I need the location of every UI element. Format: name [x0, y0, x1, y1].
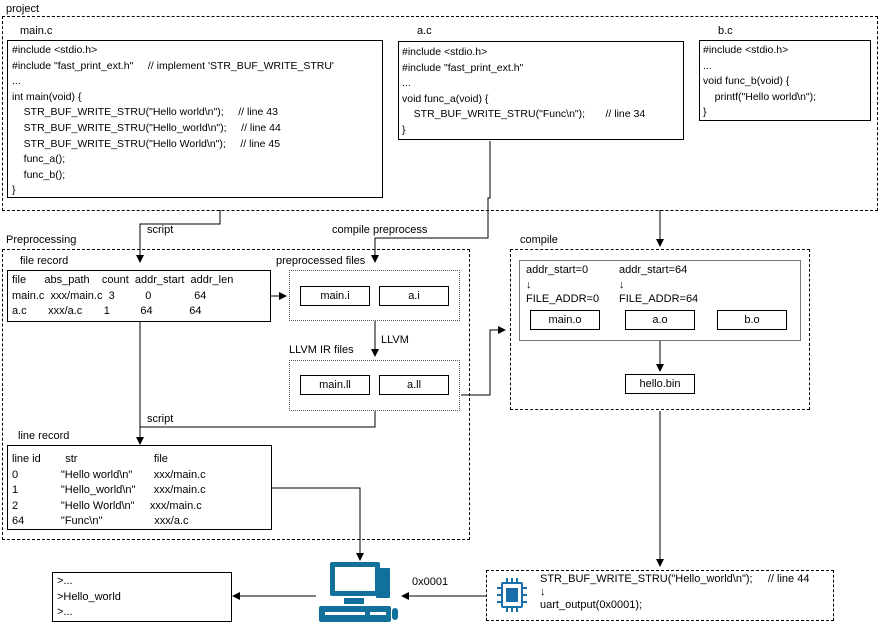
code-line: STR_BUF_WRITE_STRU("Func\n"); // line 34	[402, 108, 646, 121]
table-row: main.c xxx/main.c 3 0 64	[12, 289, 207, 302]
project-group	[2, 16, 878, 211]
preprocessing-group	[2, 249, 470, 540]
code-line: func_b();	[12, 168, 66, 181]
code-line: #include "fast_print_ext.h"	[402, 61, 524, 74]
edge-label-value: 0x0001	[412, 576, 449, 588]
b-o-file: b.o	[717, 310, 787, 330]
terminal-line: >...	[57, 606, 73, 618]
project-label: project	[6, 3, 40, 15]
addr-a: addr_start=64 ↓ FILE_ADDR=64	[619, 263, 698, 307]
code-line: void func_b(void) {	[703, 75, 790, 88]
code-line: ...	[12, 75, 21, 88]
b-c-code-box: #include <stdio.h>... void func_b(void) {…	[699, 40, 871, 121]
main-c-code: #include <stdio.h> #include "fast_print_e…	[12, 43, 334, 199]
table-row: a.c xxx/a.c 1 64 64	[12, 305, 202, 317]
main-c-title: main.c	[20, 25, 53, 37]
a-i-file: a.i	[379, 286, 449, 306]
code-line: STR_BUF_WRITE_STRU("Hello world\n"); // …	[12, 106, 278, 119]
code-line: #include <stdio.h>	[12, 44, 98, 56]
b-c-code: #include <stdio.h>... void func_b(void) {…	[703, 43, 816, 121]
a-c-code-box: #include <stdio.h> #include "fast_print_e…	[398, 41, 684, 140]
edge-label-llvm: LLVM	[381, 334, 409, 346]
addr-line: FILE_ADDR=64	[619, 293, 699, 305]
addr-line: ↓	[619, 278, 625, 291]
code-line: void func_a(void) {	[402, 92, 489, 105]
edge-ac-to-preprocessed	[371, 141, 491, 263]
main-o-file: main.o	[530, 310, 600, 330]
llvm-ir-files-box	[289, 360, 460, 411]
addr-main: addr_start=0 ↓ FILE_ADDR=0	[526, 263, 599, 307]
preprocessing-label: Preprocessing	[6, 234, 77, 246]
code-line: STR_BUF_WRITE_STRU("Hello_world\n"); // …	[12, 121, 281, 134]
device-group	[486, 570, 834, 621]
edge-label-script-2: script	[147, 413, 174, 425]
table-row: file abs_path count addr_start addr_len	[12, 274, 234, 286]
line-record-rows: line id str file 0 "Hello world\n" xxx/ma…	[12, 452, 206, 530]
device-code: STR_BUF_WRITE_STRU("Hello_world\n"); // …	[540, 573, 809, 612]
code-line: #include <stdio.h>	[703, 44, 789, 56]
llvm-ir-files-title: LLVM IR files	[289, 344, 354, 356]
edge-llvm-to-line-record	[140, 411, 376, 428]
preprocessed-files-box	[289, 270, 460, 321]
code-line: STR_BUF_WRITE_STRU("Hello World\n"); // …	[12, 137, 281, 150]
addr-line: ↓	[526, 278, 532, 291]
addr-line: FILE_ADDR=0	[526, 293, 600, 305]
code-line: printf("Hello world\n");	[703, 90, 817, 103]
main-i-file: main.i	[300, 286, 370, 306]
table-row: 2 "Hello World\n" xxx/main.c	[12, 499, 202, 512]
table-row: line id str file	[12, 453, 168, 465]
file-record-title: file record	[20, 255, 69, 267]
code-line: #include <stdio.h>	[402, 46, 488, 58]
edge-main-to-file-record	[136, 210, 221, 263]
edge-label-compile-preprocess: compile preprocess	[332, 224, 428, 236]
table-row: 64 "Func\n" xxx/a.c	[12, 515, 189, 527]
b-c-title: b.c	[718, 25, 733, 37]
a-ll-file: a.ll	[379, 375, 449, 395]
code-line: #include "fast_print_ext.h" // implement…	[12, 59, 334, 72]
code-line: ...	[402, 77, 411, 90]
main-ll-file: main.ll	[300, 375, 370, 395]
code-line: func_a();	[12, 153, 66, 166]
chip-icon	[497, 578, 527, 612]
terminal-line: >Hello_world	[57, 590, 121, 603]
code-line: }	[12, 184, 16, 197]
computer-icon	[319, 562, 398, 622]
edge-label-script-1: script	[147, 224, 174, 236]
compile-label: compile	[520, 234, 558, 246]
main-c-code-box: #include <stdio.h> #include "fast_print_e…	[7, 40, 383, 198]
edge-line-record-to-computer	[272, 487, 364, 561]
addr-line: addr_start=64	[619, 264, 688, 276]
compile-group	[510, 249, 810, 410]
code-line: }	[703, 106, 707, 119]
table-row: 0 "Hello world\n" xxx/main.c	[12, 468, 206, 481]
code-line: ...	[703, 59, 712, 72]
table-row: 1 "Hello_world\n" xxx/main.c	[12, 484, 206, 496]
line-record-table: line id str file 0 "Hello world\n" xxx/ma…	[7, 445, 272, 530]
terminal-lines: >... >Hello_world >...	[57, 574, 121, 621]
device-line: uart_output(0x0001);	[540, 599, 643, 611]
line-record-title: line record	[18, 430, 70, 442]
a-c-title: a.c	[417, 25, 432, 37]
addr-line: addr_start=0	[526, 264, 589, 276]
device-line: ↓	[540, 586, 546, 598]
code-line: int main(void) {	[12, 90, 82, 103]
preprocessed-files-title: preprocessed files	[276, 255, 366, 267]
terminal-line: >...	[57, 575, 73, 587]
code-line: }	[402, 123, 406, 136]
a-c-code: #include <stdio.h> #include "fast_print_e…	[402, 45, 645, 139]
terminal-output: >... >Hello_world >...	[52, 572, 232, 622]
edge-llvm-to-compile	[461, 326, 506, 396]
hello-bin-file: hello.bin	[625, 374, 695, 394]
a-o-file: a.o	[625, 310, 695, 330]
device-line: STR_BUF_WRITE_STRU("Hello_world\n"); // …	[540, 573, 810, 585]
